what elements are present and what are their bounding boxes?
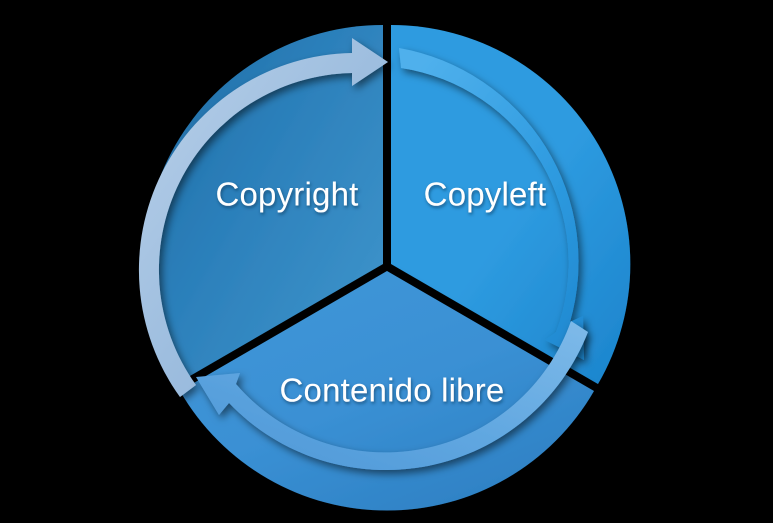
segment-label-copyright: Copyright <box>215 176 358 213</box>
segment-label-copyleft: Copyleft <box>424 176 547 213</box>
pie-wedge-group <box>143 24 631 511</box>
cycle-arrow-contenido-libre[interactable] <box>196 321 588 471</box>
cycle-arrow-copyleft[interactable] <box>399 48 584 360</box>
pie-wedge-copyright[interactable] <box>143 24 383 385</box>
cycle-arrow-group <box>138 38 588 471</box>
segment-label-group: Copyright Copyleft Contenido libre <box>215 176 546 409</box>
pie-wedge-contenido-libre[interactable] <box>180 271 594 511</box>
cycle-arrow-copyright[interactable] <box>138 38 388 397</box>
segment-label-contenido-libre: Contenido libre <box>280 372 505 409</box>
